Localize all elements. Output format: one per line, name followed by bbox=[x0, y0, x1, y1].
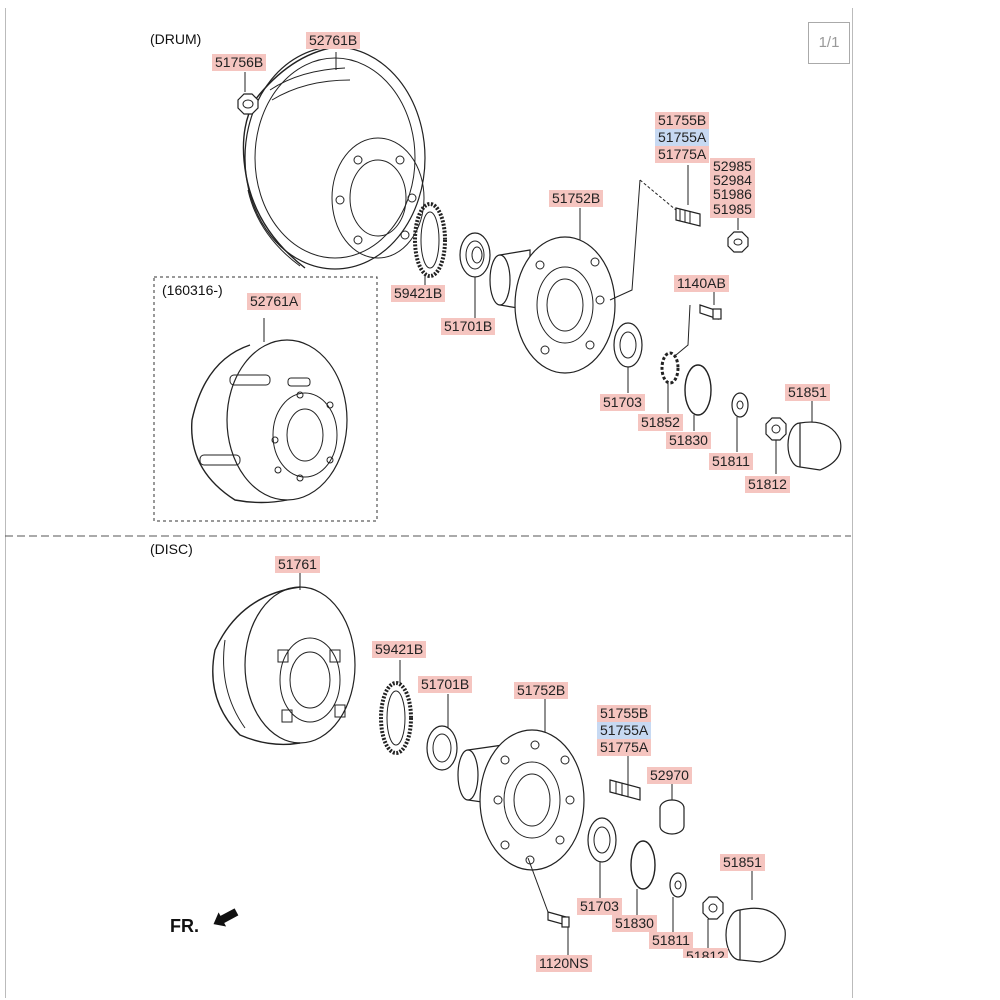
part-callout-51985[interactable]: 51985 bbox=[710, 201, 755, 218]
part-callout-51775A[interactable]: 51775A bbox=[655, 146, 710, 163]
part-callout-1140AB[interactable]: 1140AB bbox=[674, 275, 729, 292]
brake-drum bbox=[242, 46, 426, 270]
part-callout-51851-disc[interactable]: 51851 bbox=[720, 854, 765, 871]
section-label-variant: (160316-) bbox=[162, 282, 223, 298]
wheel-nut bbox=[237, 93, 259, 115]
abs-tone-ring bbox=[379, 681, 413, 755]
part-callout-51830[interactable]: 51830 bbox=[666, 432, 711, 449]
part-callout-51703[interactable]: 51703 bbox=[600, 394, 645, 411]
part-callout-51701B-disc[interactable]: 51701B bbox=[418, 676, 473, 693]
part-callout-52984[interactable]: 52984 bbox=[710, 172, 755, 189]
part-callout-51986[interactable]: 51986 bbox=[710, 186, 755, 203]
part-callout-1120NS[interactable]: 1120NS bbox=[536, 955, 592, 972]
part-callout-51811-disc[interactable]: 51811 bbox=[649, 932, 693, 949]
part-callout-51755B-disc[interactable]: 51755B bbox=[597, 705, 652, 722]
part-callout-51812[interactable]: 51812 bbox=[745, 476, 790, 493]
part-callout-51755A[interactable]: 51755A bbox=[655, 129, 710, 146]
inner-bearing bbox=[459, 232, 491, 278]
wheel-hub bbox=[489, 236, 616, 374]
wheel-stud bbox=[675, 207, 701, 227]
lock-bolt bbox=[699, 304, 722, 320]
part-callout-51755B[interactable]: 51755B bbox=[655, 112, 710, 129]
part-callout-51755A-disc[interactable]: 51755A bbox=[597, 722, 652, 739]
brake-disc bbox=[212, 586, 356, 746]
part-callout-52761A[interactable]: 52761A bbox=[247, 293, 302, 310]
part-callout-52970[interactable]: 52970 bbox=[647, 767, 692, 784]
wheel-hub bbox=[457, 729, 585, 871]
washer bbox=[731, 392, 749, 418]
part-callout-51752B-disc[interactable]: 51752B bbox=[514, 682, 569, 699]
abs-tone-ring bbox=[413, 202, 447, 278]
lock-washer bbox=[660, 351, 680, 385]
part-callout-52985[interactable]: 52985 bbox=[710, 158, 755, 175]
part-callout-51701B[interactable]: 51701B bbox=[441, 318, 496, 335]
variant-box bbox=[153, 276, 378, 522]
page-indicator[interactable]: 1/1 bbox=[808, 22, 850, 64]
part-callout-51761[interactable]: 51761 bbox=[275, 556, 320, 573]
hub-nut bbox=[765, 417, 787, 441]
part-callout-51703-disc[interactable]: 51703 bbox=[577, 898, 622, 915]
part-callout-51812-disc[interactable]: 51812 bbox=[683, 948, 728, 958]
part-callout-59421B-disc[interactable]: 59421B bbox=[372, 641, 427, 658]
part-callout-51851[interactable]: 51851 bbox=[785, 384, 830, 401]
section-label-drum: (DRUM) bbox=[150, 31, 202, 47]
part-callout-51756B[interactable]: 51756B bbox=[212, 54, 267, 71]
outer-bearing bbox=[587, 817, 617, 863]
part-callout-51775A-disc[interactable]: 51775A bbox=[597, 739, 652, 756]
part-callout-51811[interactable]: 51811 bbox=[709, 453, 753, 470]
hub-bolt bbox=[527, 857, 570, 928]
part-callout-51830-disc[interactable]: 51830 bbox=[612, 915, 657, 932]
part-callout-52761B[interactable]: 52761B bbox=[306, 32, 361, 49]
inner-bearing bbox=[426, 725, 458, 771]
front-direction-arrow bbox=[213, 908, 239, 927]
part-callout-51852[interactable]: 51852 bbox=[638, 414, 683, 431]
hub-cap bbox=[725, 907, 786, 963]
section-label-disc: (DISC) bbox=[150, 541, 193, 557]
washer bbox=[669, 872, 687, 898]
part-callout-59421B[interactable]: 59421B bbox=[391, 285, 446, 302]
o-ring bbox=[630, 840, 656, 890]
diagram-frame bbox=[5, 8, 853, 998]
hub-nut bbox=[702, 896, 724, 920]
part-callout-51752B[interactable]: 51752B bbox=[549, 190, 604, 207]
orientation-label: FR. bbox=[170, 916, 199, 936]
wheel-stud bbox=[609, 779, 641, 801]
o-ring bbox=[684, 364, 712, 416]
lug-nut bbox=[727, 231, 749, 253]
spacer-nut bbox=[659, 799, 685, 835]
brake-drum-variant bbox=[190, 318, 348, 504]
outer-bearing bbox=[613, 322, 643, 368]
hub-cap bbox=[787, 421, 842, 471]
